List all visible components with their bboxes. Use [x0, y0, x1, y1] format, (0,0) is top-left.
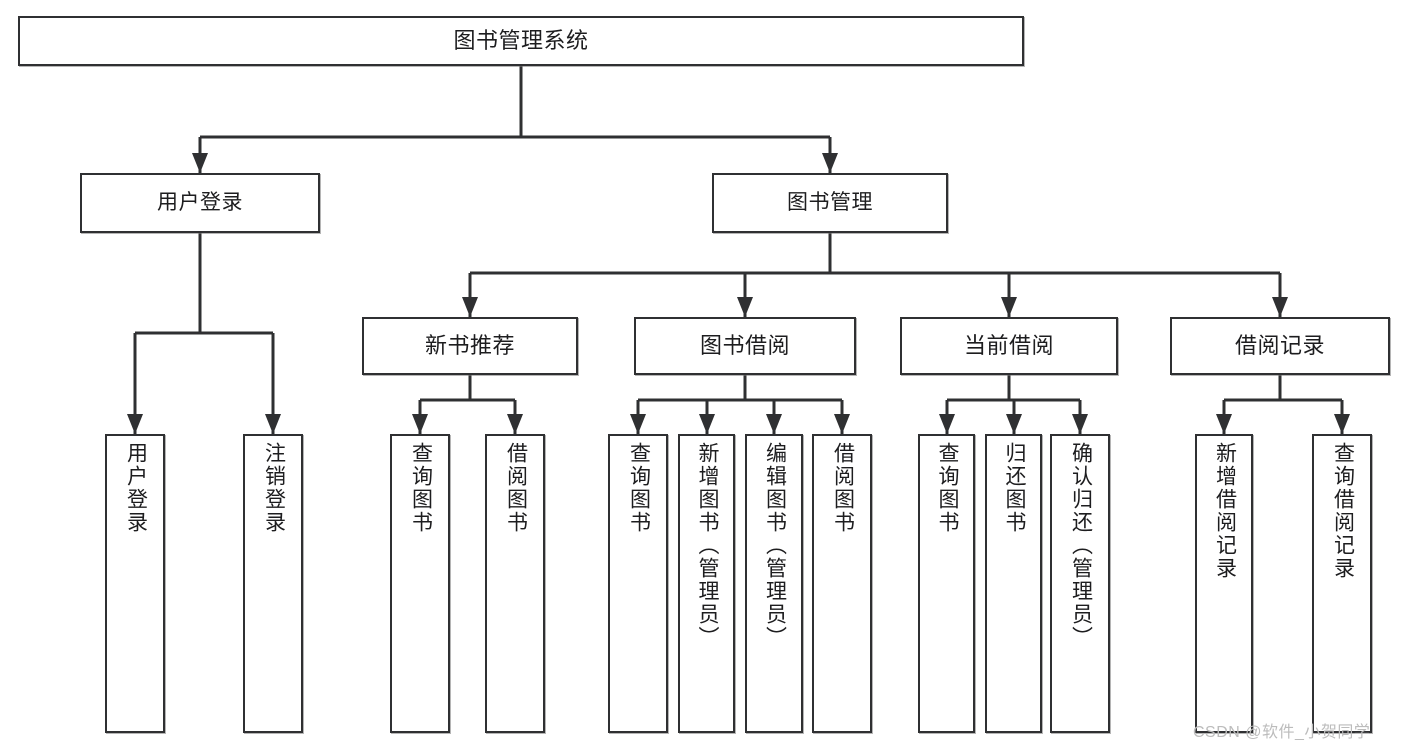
arrowhead-icon	[1006, 414, 1022, 434]
node-b_lend[interactable]: 借阅图书	[812, 434, 872, 733]
csdn-watermark: CSDN @软件_小贺同学	[1193, 724, 1371, 741]
node-c_return[interactable]: 归还图书	[985, 434, 1042, 733]
node-newbook[interactable]: 新书推荐	[362, 317, 578, 375]
node-label: 编辑图书（管理员）	[763, 442, 787, 649]
arrowhead-icon	[412, 414, 428, 434]
arrowhead-icon	[737, 297, 753, 317]
node-label: 图书管理	[787, 190, 873, 214]
node-label: 查询图书	[627, 442, 651, 534]
node-label: 图书借阅	[699, 333, 790, 359]
node-label: 新增借阅记录	[1213, 442, 1237, 580]
node-label: 查询图书	[935, 442, 959, 534]
node-label: 当前借阅	[963, 333, 1054, 359]
node-n_borrow[interactable]: 借阅图书	[485, 434, 545, 733]
node-label: 归还图书	[1002, 442, 1026, 534]
arrowhead-icon	[1072, 414, 1088, 434]
arrowhead-icon	[127, 414, 143, 434]
node-borrow[interactable]: 图书借阅	[634, 317, 856, 375]
arrowhead-icon	[507, 414, 523, 434]
node-r_query[interactable]: 查询借阅记录	[1312, 434, 1372, 733]
arrowhead-icon	[630, 414, 646, 434]
node-label: 借阅图书	[831, 442, 855, 534]
arrowhead-icon	[192, 153, 208, 173]
arrowhead-icon	[834, 414, 850, 434]
arrowhead-icon	[1334, 414, 1350, 434]
arrowhead-icon	[1272, 297, 1288, 317]
node-c_confirm[interactable]: 确认归还（管理员）	[1050, 434, 1110, 733]
arrowhead-icon	[265, 414, 281, 434]
node-label: 查询图书	[409, 442, 433, 534]
arrowhead-icon	[1216, 414, 1232, 434]
node-label: 借阅记录	[1234, 333, 1325, 359]
node-label: 新增图书（管理员）	[695, 442, 719, 649]
node-r_add[interactable]: 新增借阅记录	[1195, 434, 1253, 733]
node-login[interactable]: 用户登录	[80, 173, 320, 233]
node-label: 借阅图书	[504, 442, 528, 534]
arrowhead-icon	[822, 153, 838, 173]
node-label: 用户登录	[157, 190, 243, 214]
node-b_query[interactable]: 查询图书	[608, 434, 668, 733]
arrowhead-icon	[699, 414, 715, 434]
arrowhead-icon	[939, 414, 955, 434]
node-b_edit[interactable]: 编辑图书（管理员）	[745, 434, 803, 733]
node-records[interactable]: 借阅记录	[1170, 317, 1390, 375]
node-label: 用户登录	[124, 442, 148, 534]
node-n_query[interactable]: 查询图书	[390, 434, 450, 733]
node-label: 新书推荐	[424, 333, 515, 359]
node-label: 确认归还（管理员）	[1069, 442, 1093, 649]
node-root[interactable]: 图书管理系统	[18, 16, 1024, 66]
node-current[interactable]: 当前借阅	[900, 317, 1118, 375]
node-l_login[interactable]: 用户登录	[105, 434, 165, 733]
node-label: 注销登录	[262, 442, 286, 534]
arrowhead-icon	[1001, 297, 1017, 317]
node-bookmgmt[interactable]: 图书管理	[712, 173, 948, 233]
node-label: 查询借阅记录	[1331, 442, 1355, 580]
node-c_query[interactable]: 查询图书	[918, 434, 975, 733]
arrowhead-icon	[766, 414, 782, 434]
node-label: 图书管理系统	[453, 28, 589, 54]
node-l_logout[interactable]: 注销登录	[243, 434, 303, 733]
node-b_add[interactable]: 新增图书（管理员）	[678, 434, 735, 733]
arrowhead-icon	[462, 297, 478, 317]
